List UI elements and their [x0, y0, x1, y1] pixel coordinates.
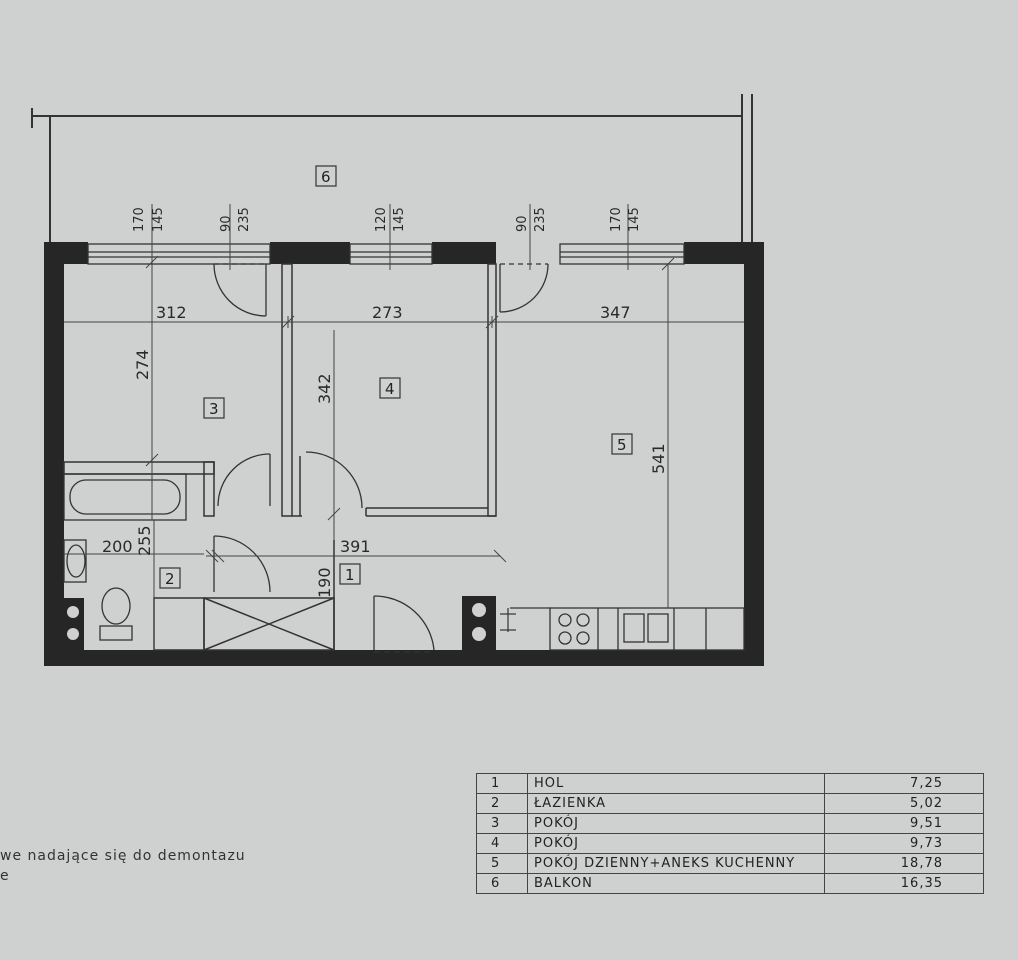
room-tag-5: 5: [617, 436, 627, 454]
window1-width: 170: [132, 207, 147, 232]
room-name: ŁAZIENKA: [527, 793, 825, 814]
room-area: 9,51: [824, 813, 984, 834]
interior-doors: [213, 451, 435, 653]
window1-height: 145: [151, 207, 166, 232]
table-row: 6 BALKON 16,35: [476, 873, 984, 894]
window3-height: 145: [627, 207, 642, 232]
door1-height: 235: [237, 207, 252, 232]
kitchen-counter: [510, 607, 745, 651]
bathroom-riser-icon: [62, 598, 84, 650]
bathtub-icon: [63, 473, 187, 521]
room-number: 2: [476, 793, 528, 814]
dim-273: 273: [372, 303, 403, 322]
dim-200: 200: [102, 537, 133, 556]
dim-541: 541: [649, 443, 668, 474]
room-name: POKÓJ DZIENNY+ANEKS KUCHENNY: [527, 853, 825, 874]
note-line-1: we nadające się do demontazu: [0, 848, 246, 864]
window3-width: 170: [609, 207, 624, 232]
sink-icon: [63, 539, 87, 583]
dim-255: 255: [135, 525, 154, 556]
room-tag-6: 6: [321, 168, 331, 186]
room-number: 5: [476, 853, 528, 874]
kitchen-sink-icon: [623, 613, 669, 643]
room-number: 1: [476, 773, 528, 794]
toilet-icon: [99, 587, 133, 641]
table-row: 3 POKÓJ 9,51: [476, 813, 984, 834]
outer-walls: [44, 242, 764, 666]
room-name: POKÓJ: [527, 813, 825, 834]
room-area: 16,35: [824, 873, 984, 894]
dim-274: 274: [133, 349, 152, 380]
room-area: 18,78: [824, 853, 984, 874]
table-row: 1 HOL 7,25: [476, 773, 984, 794]
room-tag-4: 4: [385, 380, 395, 398]
note-line-2: e: [0, 868, 10, 884]
door2-width: 90: [515, 215, 530, 232]
floor-plan: 312 273 347 391 200 274 342 541 190 255 …: [31, 94, 764, 666]
room-name: POKÓJ: [527, 833, 825, 854]
room-tag-3: 3: [209, 400, 219, 418]
stove-icon: [558, 613, 590, 645]
room-tag-1: 1: [345, 566, 355, 584]
door1-width: 90: [219, 215, 234, 232]
vent-arrows: [500, 608, 516, 632]
dim-342: 342: [315, 373, 334, 404]
partial-note: we nadające się do demontazu e: [0, 846, 246, 886]
dim-190: 190: [315, 567, 334, 598]
room-name: HOL: [527, 773, 825, 794]
door2-height: 235: [533, 207, 548, 232]
window2-width: 120: [374, 207, 389, 232]
balcony-doors: [213, 263, 549, 317]
dim-347: 347: [600, 303, 631, 322]
windows: [87, 243, 685, 265]
dimension-labels: 312 273 347 391 200 274 342 541 190 255 …: [102, 207, 668, 598]
rooms-area-table: 1 HOL 7,25 2 ŁAZIENKA 5,02 3 POKÓJ 9,51 …: [476, 773, 984, 894]
room-name: BALKON: [527, 873, 825, 894]
room-tags: [159, 165, 633, 589]
window2-height: 145: [392, 207, 407, 232]
table-row: 5 POKÓJ DZIENNY+ANEKS KUCHENNY 18,78: [476, 853, 984, 874]
kitchen-riser-icon: [462, 596, 496, 650]
room-area: 9,73: [824, 833, 984, 854]
room-tag-2: 2: [165, 570, 175, 588]
balcony-outline: [31, 94, 753, 244]
room-number: 4: [476, 833, 528, 854]
room-area: 5,02: [824, 793, 984, 814]
table-row: 2 ŁAZIENKA 5,02: [476, 793, 984, 814]
table-row: 4 POKÓJ 9,73: [476, 833, 984, 854]
dimension-lines: [64, 204, 744, 650]
dim-391: 391: [340, 537, 371, 556]
room-number: 6: [476, 873, 528, 894]
room-area: 7,25: [824, 773, 984, 794]
interior-walls: [63, 263, 497, 651]
room-number: 3: [476, 813, 528, 834]
dim-312: 312: [156, 303, 187, 322]
